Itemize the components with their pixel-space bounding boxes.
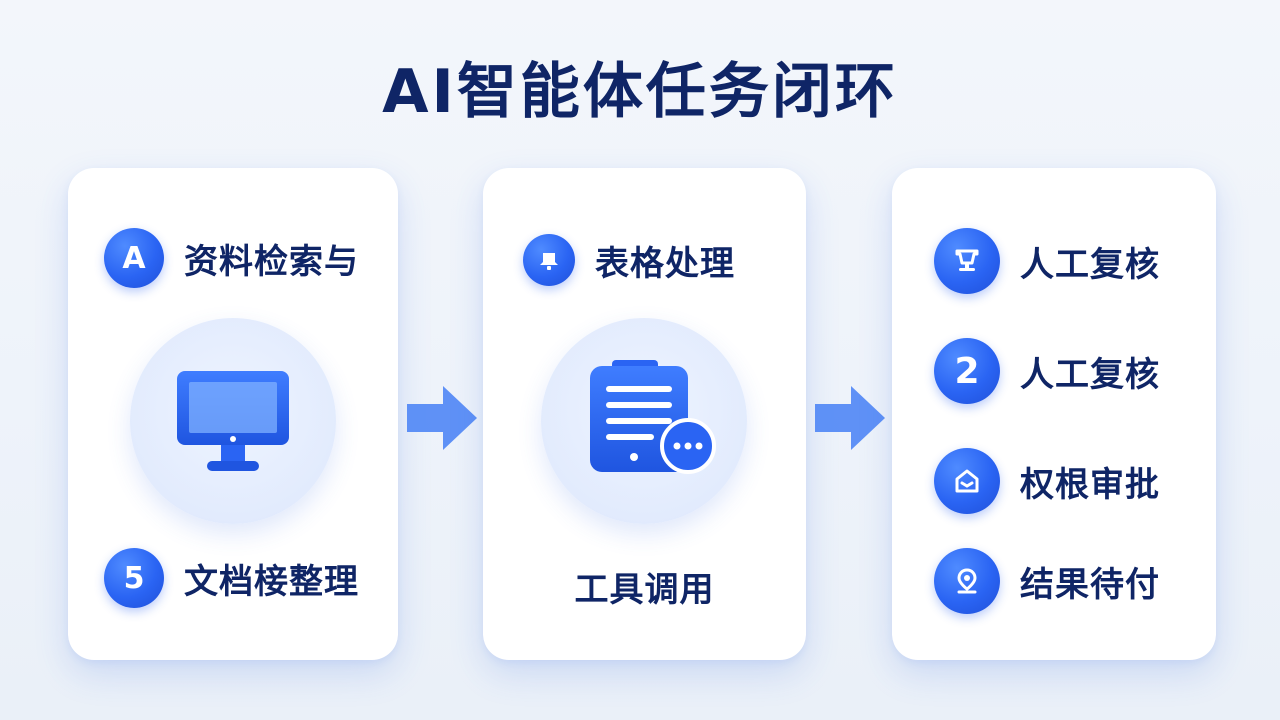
badge-2-text: 2 — [954, 350, 980, 392]
review-item-4: 结果待付 — [934, 548, 1160, 614]
badge-home — [934, 448, 1000, 514]
card-table: 表格处理 工具调用 — [483, 168, 806, 660]
badge-pin — [934, 548, 1000, 614]
page-title: AI智能体任务闭环 — [382, 57, 898, 127]
bell-icon — [540, 253, 558, 270]
badge-5-text: 5 — [123, 560, 145, 596]
review-item-3-label: 权根审批 — [1020, 464, 1160, 505]
monitor-stand-icon — [955, 249, 979, 271]
review-item-1-label: 人工复核 — [1020, 244, 1160, 285]
review-item-2: 2 人工复核 — [934, 338, 1160, 404]
card-research-top-row: A 资料检索与 — [104, 228, 359, 288]
badge-monitor-stand — [934, 228, 1000, 294]
card-research-bottom-row: 5 文档椄整理 — [104, 548, 359, 608]
table-label: 表格处理 — [595, 243, 735, 284]
badge-a-text: A — [122, 240, 146, 276]
card-review: 人工复核 2 人工复核 权根审批 结果待付 — [892, 168, 1216, 660]
arrow-right-icon — [407, 386, 477, 450]
review-item-4-label: 结果待付 — [1020, 564, 1160, 605]
badge-a: A — [104, 228, 164, 288]
card-table-top-row: 表格处理 — [523, 234, 735, 286]
review-item-2-label: 人工复核 — [1020, 354, 1160, 395]
tool-call-label: 工具调用 — [574, 570, 715, 610]
badge-2: 2 — [934, 338, 1000, 404]
review-item-1: 人工复核 — [934, 228, 1160, 294]
arrow-right-icon-2 — [815, 386, 885, 450]
badge-bell — [523, 234, 575, 286]
monitor-circle — [130, 318, 336, 524]
home-check-icon — [955, 469, 979, 493]
clipboard-chat-icon — [590, 360, 716, 474]
card-research: A 资料检索与 5 文档椄整理 — [68, 168, 398, 660]
badge-5: 5 — [104, 548, 164, 608]
document-label: 文档椄整理 — [184, 561, 359, 602]
monitor-icon — [177, 371, 289, 471]
location-pin-icon — [957, 568, 977, 594]
clipboard-circle — [541, 318, 747, 524]
review-item-3: 权根审批 — [934, 448, 1160, 514]
research-label: 资料检索与 — [184, 241, 359, 282]
